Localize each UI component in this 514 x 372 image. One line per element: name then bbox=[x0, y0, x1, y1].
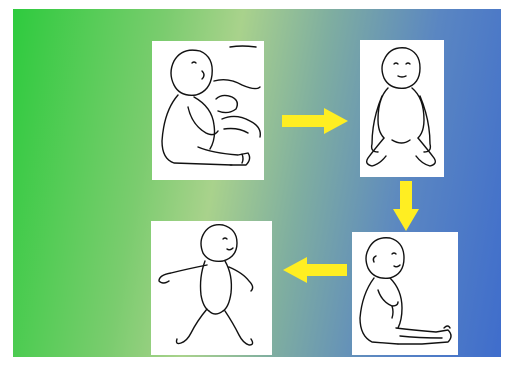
arrow-left-icon bbox=[283, 257, 347, 283]
flow-arrow-right bbox=[282, 108, 348, 134]
panel-sitting-with-support bbox=[152, 41, 264, 180]
panel-sitting-independently bbox=[352, 232, 458, 355]
baby-sitting-independent-illustration bbox=[352, 232, 458, 355]
slide-title bbox=[13, 9, 14, 10]
flow-arrow-left bbox=[283, 257, 347, 283]
flow-arrow-down bbox=[393, 181, 419, 231]
baby-standing-illustration bbox=[151, 221, 272, 355]
baby-sitting-supported-illustration bbox=[152, 41, 264, 180]
arrow-right-icon bbox=[282, 108, 348, 134]
panel-standing-first-steps bbox=[151, 221, 272, 355]
slide-background bbox=[13, 9, 501, 357]
baby-tripod-sitting-illustration bbox=[360, 40, 444, 177]
panel-sitting-leaning-on-hands bbox=[360, 40, 444, 177]
arrow-down-icon bbox=[393, 181, 419, 231]
